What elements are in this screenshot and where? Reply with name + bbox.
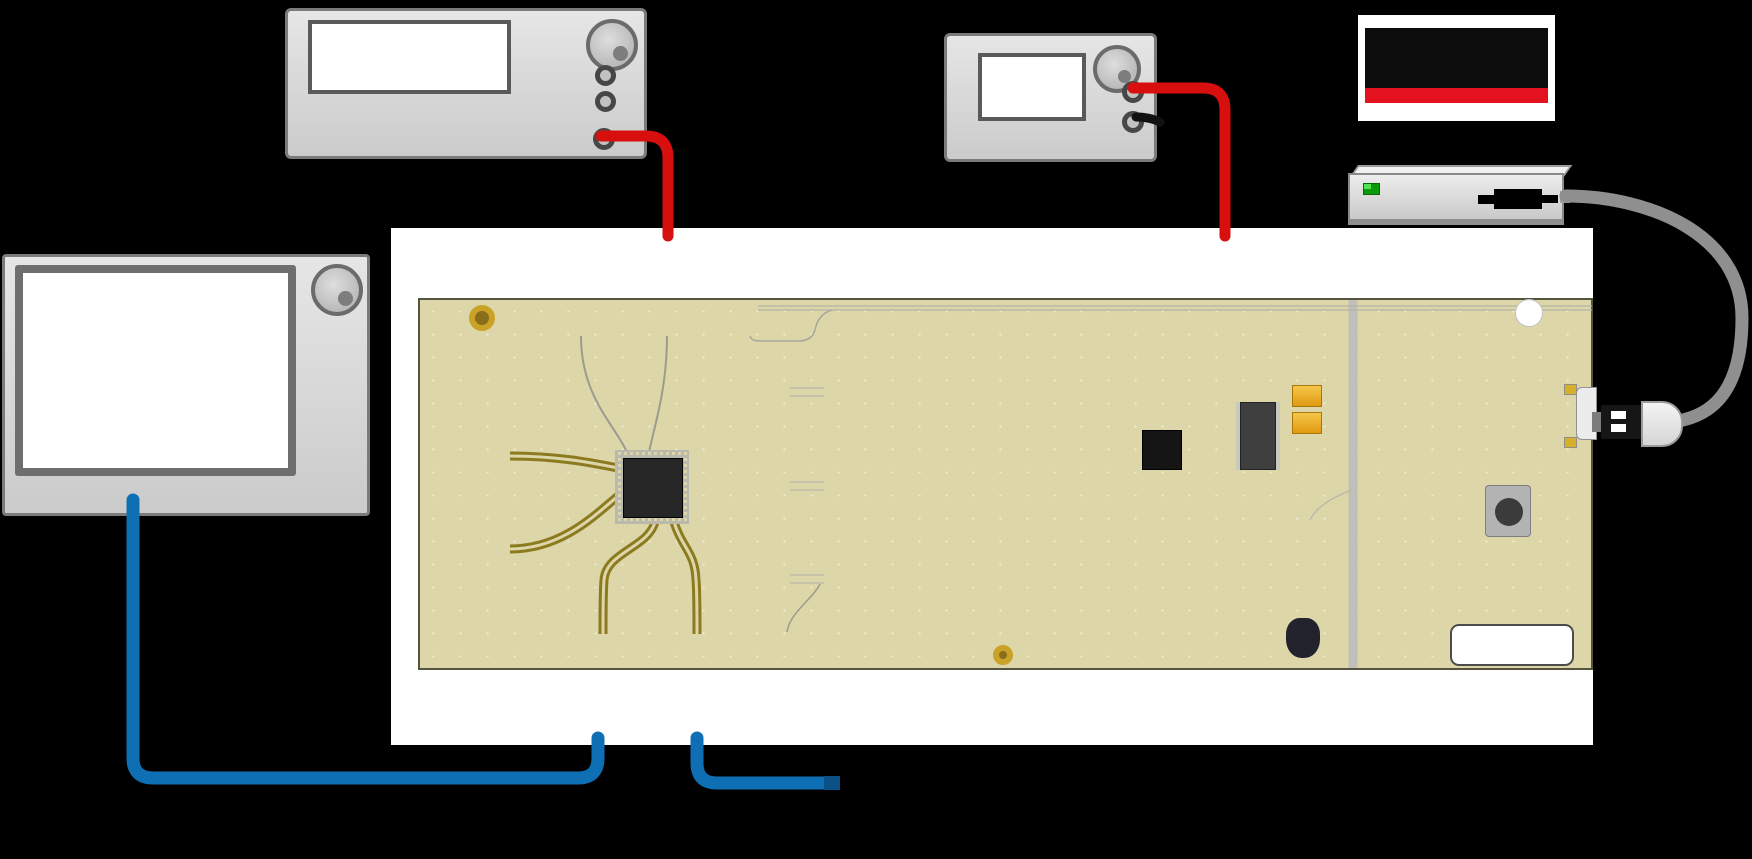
serial-label-badge [1450, 624, 1574, 666]
usb-box-front [1348, 173, 1564, 225]
sg-jack [595, 91, 616, 112]
sg-output-jack [593, 128, 615, 150]
mounting-hole [993, 645, 1013, 665]
phase-noise-analyzer [2, 254, 370, 516]
power-led [1363, 183, 1380, 195]
tics-black-panel [1365, 28, 1548, 88]
pll-chip-u2 [615, 450, 689, 524]
mounting-hole [469, 305, 495, 331]
bsl-button [1485, 485, 1531, 537]
signal-generator [285, 8, 647, 159]
sg-knob [586, 19, 638, 71]
fiducial-hole [1515, 299, 1543, 327]
power-supply [944, 33, 1157, 162]
usb-box-port [1560, 191, 1570, 203]
usb-box-base [1350, 219, 1562, 225]
pna-screen [23, 273, 288, 468]
ldo-chip-u1 [1240, 402, 1276, 470]
usb-pad-bottom [1564, 437, 1577, 448]
sg-display [308, 20, 511, 94]
psu-positive-terminal [1122, 81, 1144, 103]
sg-jack [595, 65, 616, 86]
tantalum-cap-c2 [1292, 385, 1322, 407]
usb-symbol-icon [1478, 189, 1562, 209]
psu-negative-terminal [1122, 111, 1144, 133]
tics-pro-splash [1358, 15, 1555, 121]
psu-display [978, 53, 1086, 121]
usb-interface-box [1348, 165, 1573, 229]
chip-u6 [1142, 430, 1182, 470]
tics-red-band [1365, 88, 1548, 103]
phase-noise-plot [23, 273, 288, 468]
tantalum-cap-c3 [1292, 412, 1322, 434]
ti-logo-icon [1286, 618, 1320, 658]
pna-knob [311, 264, 363, 316]
